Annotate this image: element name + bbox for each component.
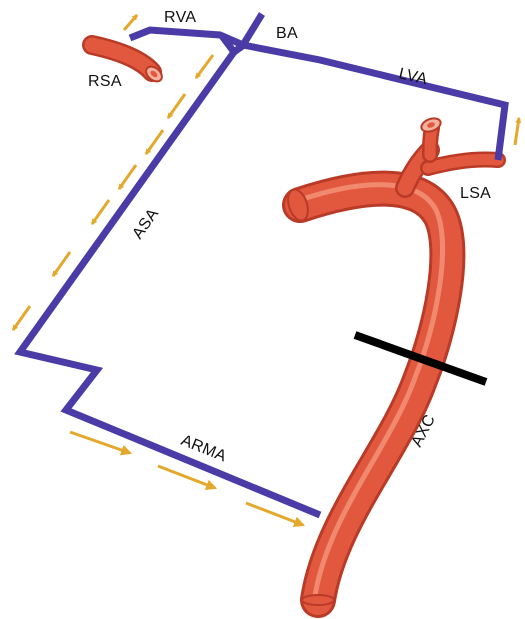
arrow-icon <box>168 94 185 118</box>
left-subclavian-artery <box>405 116 498 188</box>
aortic-arch-and-axc <box>284 185 447 605</box>
arrow-icon <box>515 118 519 145</box>
label-ba: BA <box>276 25 298 42</box>
label-asa: ASA <box>129 206 162 243</box>
label-lva: LVA <box>397 65 429 88</box>
arrow-icon <box>92 200 109 224</box>
arrow-icon <box>124 15 137 30</box>
arrow-icon <box>13 306 30 330</box>
arrow-icon <box>53 252 70 276</box>
label-rva: RVA <box>164 9 196 26</box>
label-lsa: LSA <box>460 185 491 202</box>
arrow-icon <box>196 55 213 78</box>
label-rsa: RSA <box>88 73 122 90</box>
arrow-icon <box>119 165 136 189</box>
